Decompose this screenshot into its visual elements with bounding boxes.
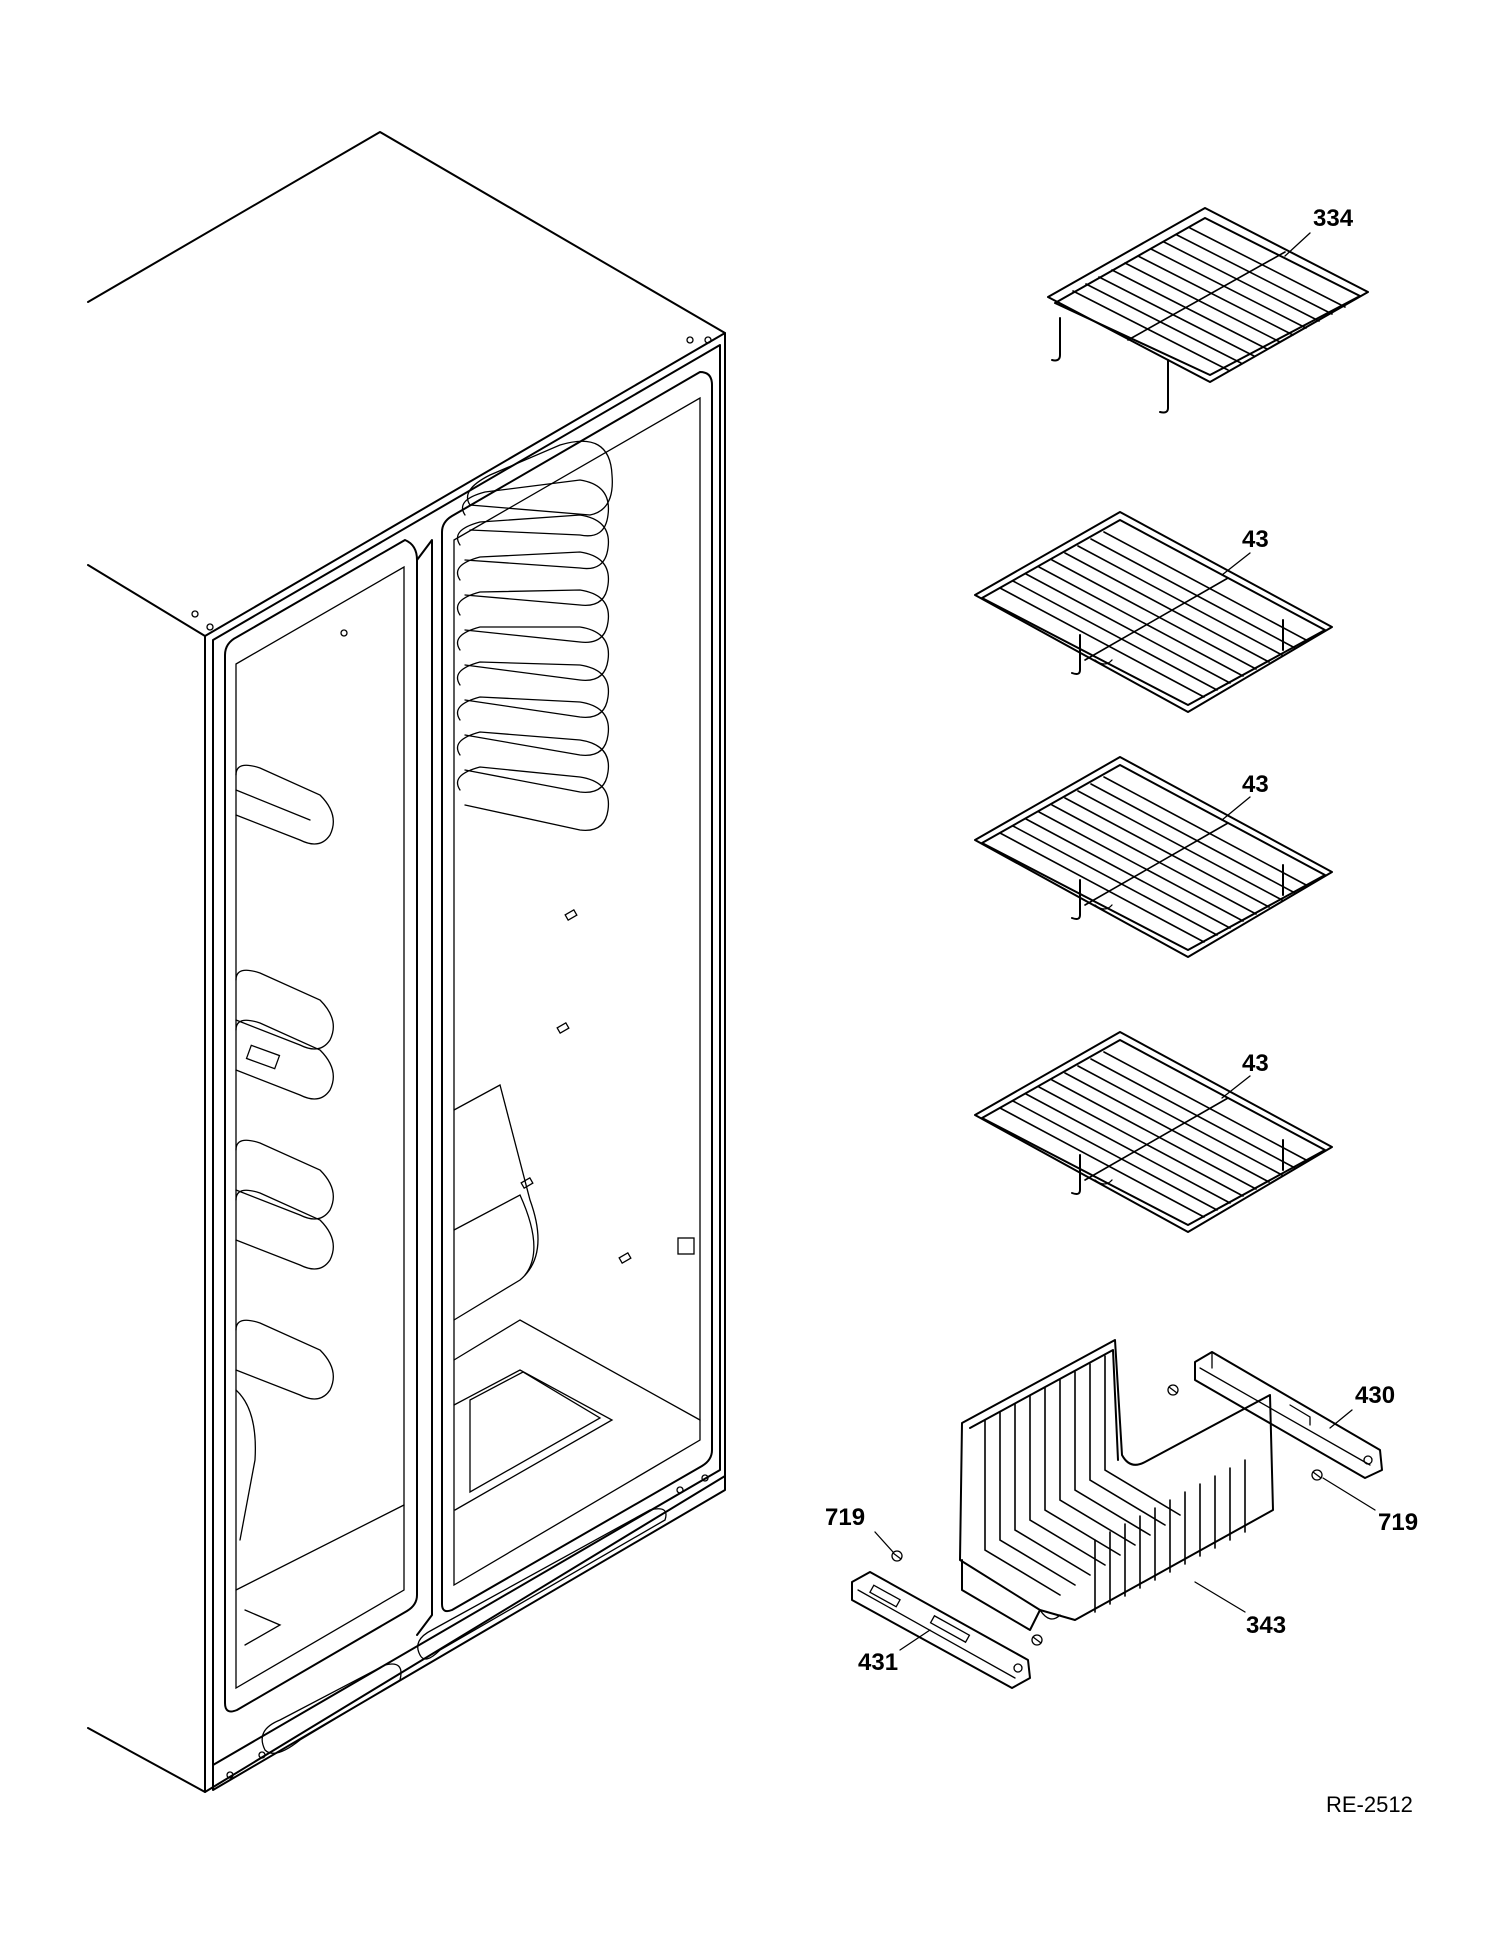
screw-719-right <box>1311 1469 1323 1481</box>
callout-719-right: 719 <box>1378 1509 1418 1536</box>
callout-334: 334 <box>1313 205 1354 232</box>
freezer-shelf-43-middle <box>974 756 1333 958</box>
refrigerator-cabinet <box>87 131 726 1793</box>
basket-slide-rail-431 <box>851 1571 1031 1689</box>
callout-431: 431 <box>858 1649 898 1676</box>
callout-43-middle: 43 <box>1242 771 1269 798</box>
callout-430: 430 <box>1355 1382 1395 1409</box>
basket-slide-rail-430 <box>1194 1351 1383 1479</box>
callout-343: 343 <box>1246 1612 1286 1639</box>
drawing-code: RE-2512 <box>1326 1792 1413 1817</box>
screw-719-mid <box>1031 1634 1043 1646</box>
freezer-shelf-43-lower <box>974 1031 1333 1233</box>
fresh-food-shelf-supports <box>235 764 334 1541</box>
callout-719-left: 719 <box>825 1504 865 1531</box>
freezer-shelf-334 <box>1047 207 1369 414</box>
leader-lines <box>874 232 1376 1651</box>
freezer-basket-343 <box>959 1339 1274 1631</box>
callout-43-lower: 43 <box>1242 1050 1269 1077</box>
callout-43-upper: 43 <box>1242 526 1269 553</box>
screw-719-left <box>891 1550 903 1562</box>
freezer-shelf-rails <box>456 440 613 831</box>
liner-slots <box>340 629 695 1264</box>
freezer-shelf-43-upper <box>974 511 1333 713</box>
screw-719-upper <box>1167 1384 1179 1396</box>
